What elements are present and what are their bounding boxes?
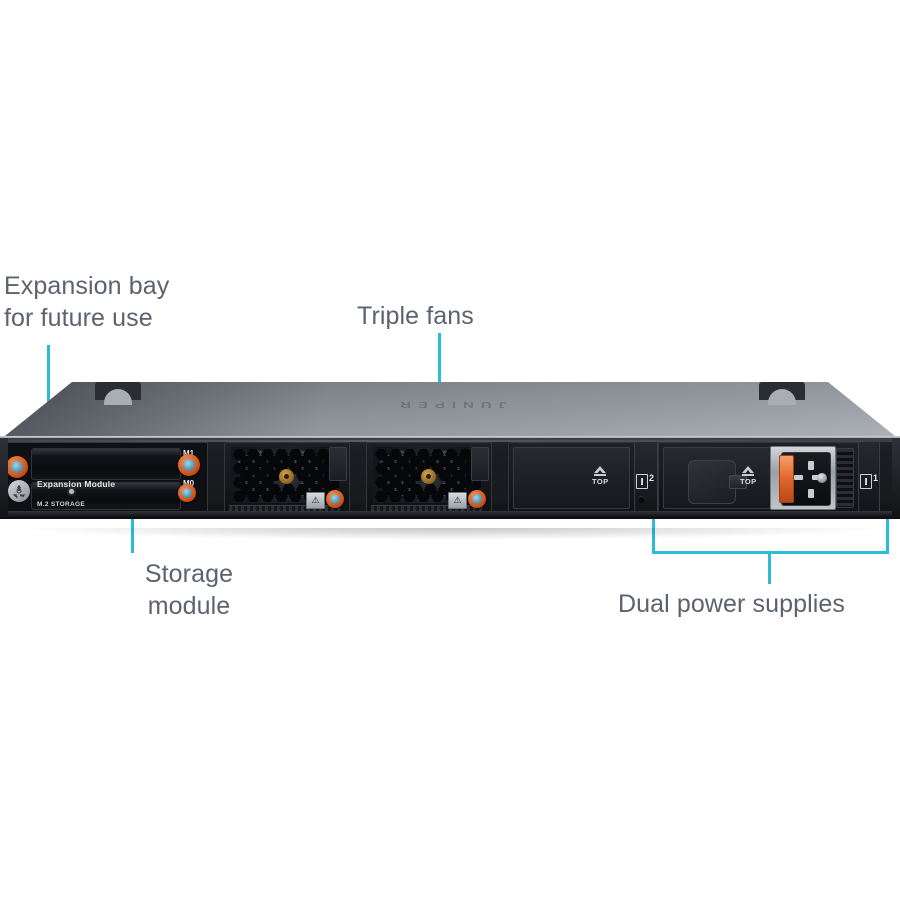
arrow-base-bar: [742, 474, 755, 476]
fan-hub-1: [279, 469, 294, 484]
thumbscrew-expansion-left[interactable]: [6, 456, 28, 478]
rack-switch-rear-view: JUNIPER Expansion Module M.2 STORAGE M1 …: [0, 378, 900, 530]
slot-cap: [32, 449, 180, 455]
fan-handle-2[interactable]: [471, 447, 489, 481]
psu-2-slot-number: 2: [649, 473, 655, 483]
thumbscrew-slot-m0[interactable]: [178, 484, 196, 502]
callout-label-expansion-bay: Expansion bay for future use: [4, 272, 170, 332]
psu-1-exhaust-vent: [836, 448, 854, 508]
chassis-endcap-left: [0, 438, 8, 516]
psu-1-latch-knob[interactable]: [688, 460, 747, 504]
arrow-base-bar: [594, 474, 607, 476]
callout-label-storage-module: Storage module: [144, 560, 234, 620]
fan-connector-rail-2: [371, 505, 483, 513]
fan-module-1[interactable]: [224, 442, 350, 516]
slot-marker-m1: M1: [183, 449, 194, 458]
psu-1-slot-number: 1: [873, 473, 879, 483]
leader-line-psu-stem: [768, 551, 771, 584]
storage-activity-led: [69, 489, 74, 494]
chassis-bottom-edge: [0, 511, 900, 519]
psu-1-slot-icon: [860, 474, 872, 489]
psu-1-bolt: [817, 473, 827, 483]
expansion-bay[interactable]: Expansion Module M.2 STORAGE M1 M0: [6, 442, 208, 516]
rack-handle-left[interactable]: [95, 382, 141, 405]
slot-cap: [32, 483, 180, 489]
psu-1-orientation-label: TOP: [740, 477, 757, 486]
callout-label-dual-power-supplies: Dual power supplies: [618, 590, 846, 618]
fan-connector-rail-1: [229, 505, 341, 513]
chassis-rear-face: Expansion Module M.2 STORAGE M1 M0: [0, 438, 900, 516]
expansion-module-label: Expansion Module: [37, 479, 116, 489]
rack-handle-right[interactable]: [759, 382, 805, 405]
up-arrow-icon: TOP: [740, 466, 756, 486]
leader-line-storage-module: [131, 503, 134, 553]
warning-triangle-icon: ⚠: [306, 492, 325, 509]
psu-2-slot-icon: [636, 474, 648, 489]
callout-label-triple-fans: Triple fans: [357, 302, 474, 330]
ac-inlet-frame: [770, 446, 836, 510]
chassis-endcap-right: [892, 438, 900, 516]
psu-2-orientation-label: TOP: [592, 477, 609, 486]
fan-grille-1: [231, 447, 339, 503]
psu-1-divider: [858, 442, 880, 514]
psu-2-blank-panel: [513, 447, 630, 509]
fan-handle-1[interactable]: [329, 447, 347, 481]
arrow-glyph: [594, 466, 607, 474]
arrow-glyph: [742, 466, 755, 474]
thumbscrew-slot-m1[interactable]: [178, 454, 200, 476]
warning-triangle-icon: ⚠: [448, 492, 467, 509]
thumbscrew-fan-2[interactable]: [468, 490, 486, 508]
fan-hub-2: [421, 469, 436, 484]
slot-marker-m0: M0: [183, 479, 194, 488]
up-arrow-icon: TOP: [592, 466, 608, 486]
psu-2-screw-hole: [638, 496, 645, 503]
m2-storage-label: M.2 STORAGE: [37, 501, 85, 508]
expansion-module-slot-m1[interactable]: [31, 448, 181, 480]
chassis-brand-emboss: JUNIPER: [392, 399, 508, 410]
psu-2-divider: [634, 442, 658, 514]
leader-line-triple-fans-stem: [438, 333, 441, 408]
power-cord-retention-clip[interactable]: [779, 455, 794, 503]
device-drop-shadow: [10, 528, 890, 540]
power-supply-slot-2[interactable]: [508, 442, 635, 516]
thumbscrew-fan-1[interactable]: [326, 490, 344, 508]
recycle-icon: [8, 480, 30, 502]
chassis-lid-shading: [0, 382, 900, 440]
